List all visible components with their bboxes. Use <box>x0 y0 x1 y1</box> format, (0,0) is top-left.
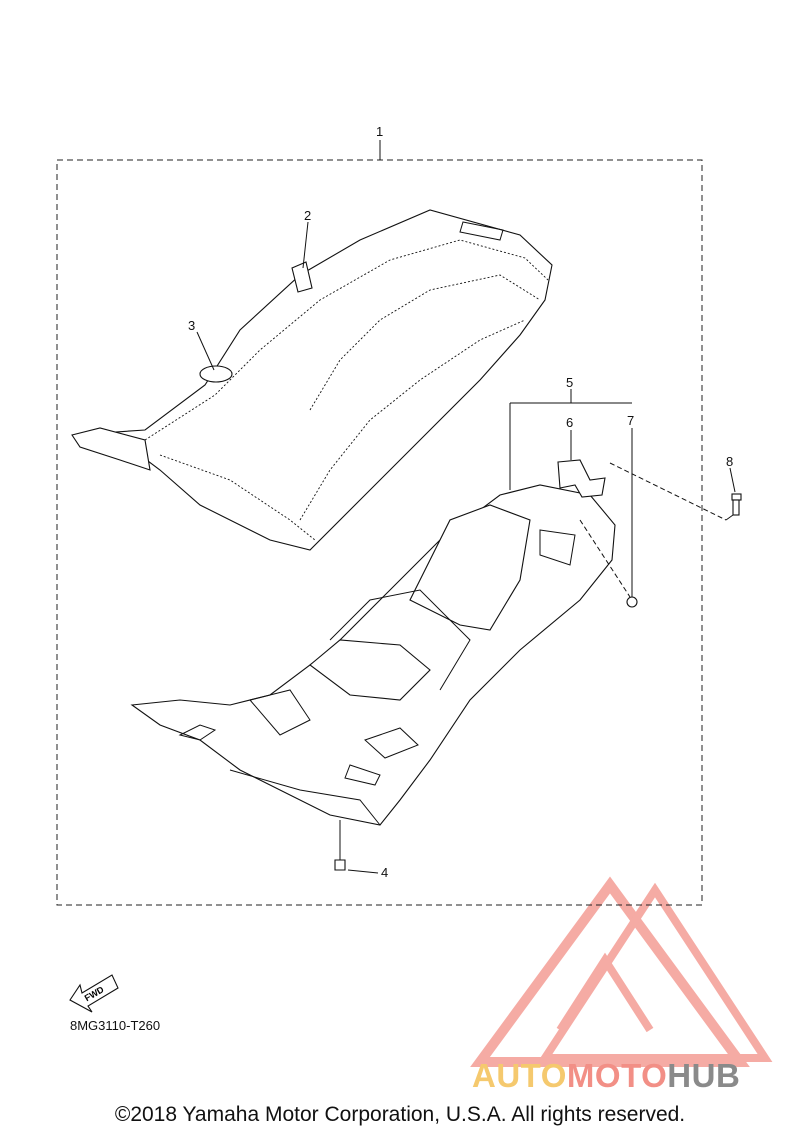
watermark-logo <box>470 876 773 1067</box>
fwd-arrow-icon: FWD <box>69 974 119 1013</box>
bolt <box>731 493 742 516</box>
watermark-text: AUTOMOTOHUB <box>472 1057 740 1095</box>
part-code: 8MG3110-T260 <box>70 1018 161 1033</box>
callout-8: 8 <box>726 454 733 469</box>
seat-base <box>130 484 616 826</box>
seat-top <box>71 209 553 551</box>
callout-7: 7 <box>627 413 634 428</box>
watermark-moto: MOTO <box>566 1057 668 1094</box>
callout-5: 5 <box>566 375 573 390</box>
copyright-notice: ©2018 Yamaha Motor Corporation, U.S.A. A… <box>114 1103 686 1126</box>
callout-2: 2 <box>304 208 311 223</box>
callout-4: 4 <box>381 865 388 880</box>
nut <box>626 596 638 608</box>
bracket <box>557 459 606 498</box>
callout-6: 6 <box>566 415 573 430</box>
callout-1: 1 <box>376 124 383 139</box>
watermark-auto: AUTO <box>472 1057 567 1094</box>
callout-3: 3 <box>188 318 195 333</box>
watermark-hub: HUB <box>667 1057 741 1094</box>
